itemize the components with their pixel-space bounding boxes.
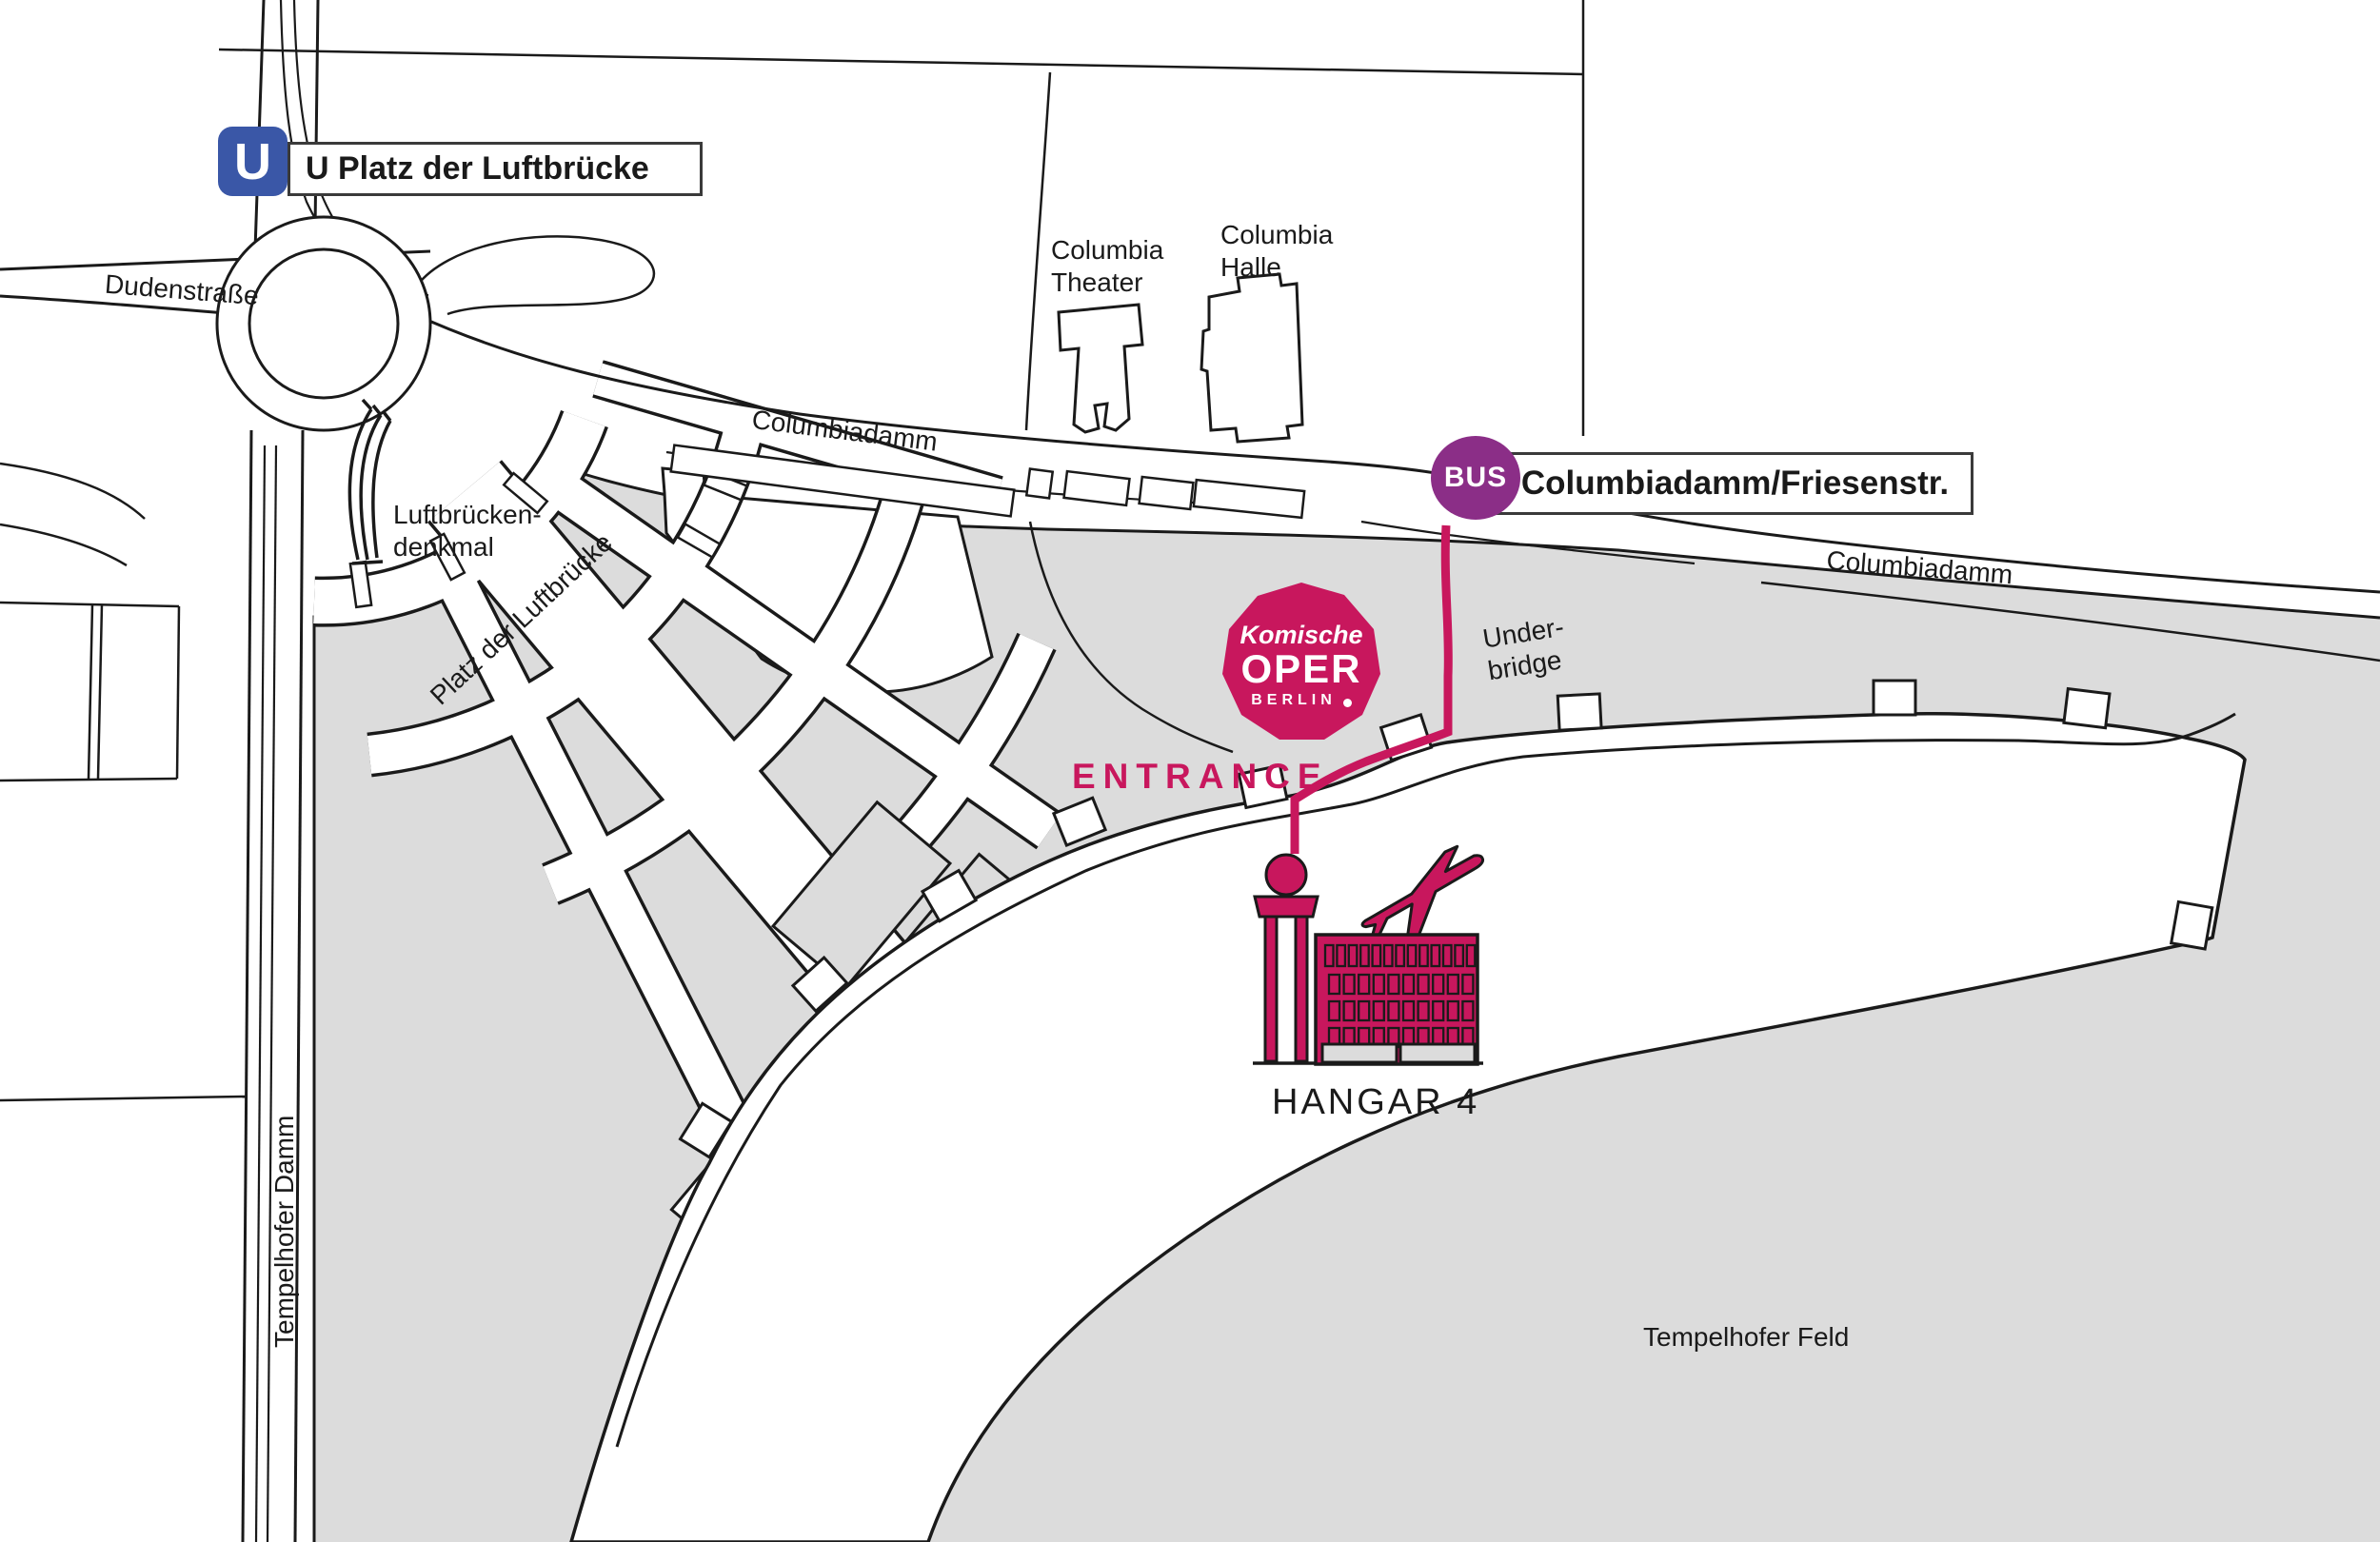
columbia-theater-building	[1057, 303, 1144, 434]
logo-dot	[1342, 699, 1352, 707]
place-label-luftbrueckendenkmal: Luftbrücken- denkmal	[393, 500, 542, 562]
loop-road	[416, 235, 656, 316]
luftbruecken-monument	[347, 398, 392, 565]
logo-text-berlin: BERLIN	[1251, 691, 1337, 708]
platz-roundabout	[215, 215, 432, 432]
route-note-underbridge: Under- bridge	[1480, 611, 1566, 686]
place-label-tempelhofer-feld: Tempelhofer Feld	[1643, 1322, 1850, 1352]
place-label-columbia-halle: Columbia Halle	[1220, 220, 1334, 282]
west-side-streets	[0, 462, 247, 1102]
hangar-building-icon	[1314, 933, 1479, 1066]
street-label-tempelhofer-damm: Tempelhofer Damm	[269, 1115, 299, 1348]
hangar4-icon	[1253, 844, 1485, 1066]
logo-decagon-icon	[1222, 583, 1380, 740]
place-label-columbia-theater: Columbia Theater	[1051, 235, 1164, 297]
bus-icon: BUS	[1431, 436, 1520, 520]
entrance-label: ENTRANCE	[1072, 757, 1329, 796]
bus-stop-label: Columbiadamm/Friesenstr.	[1497, 452, 1973, 515]
field-path-line	[1028, 521, 1234, 754]
ubahn-icon: U	[218, 127, 288, 196]
field-fence-line	[1760, 581, 2380, 662]
logo-text-komische: Komische	[1240, 620, 1363, 649]
komische-oper-logo: Komische OPER BERLIN	[1221, 583, 1381, 742]
u-station-name: U Platz der Luftbrücke	[306, 150, 649, 187]
logo-text-oper: OPER	[1240, 645, 1362, 691]
tempelhofer-damm-road	[241, 429, 305, 1542]
walking-route	[1290, 524, 1453, 854]
columbia-halle-building	[1200, 272, 1304, 444]
columbiadamm-median-islands	[669, 444, 1306, 520]
terminal-inner-line	[615, 712, 2236, 1448]
radar-tower-icon	[1253, 853, 1319, 1063]
u-station-label: U Platz der Luftbrücke	[288, 142, 703, 196]
terminal-apron	[569, 712, 2247, 1542]
district-boundary-lines	[218, 0, 1585, 436]
hangar4-label: HANGAR 4	[1272, 1082, 1480, 1122]
bus-stop-name: Columbiadamm/Friesenstr.	[1520, 465, 1950, 502]
